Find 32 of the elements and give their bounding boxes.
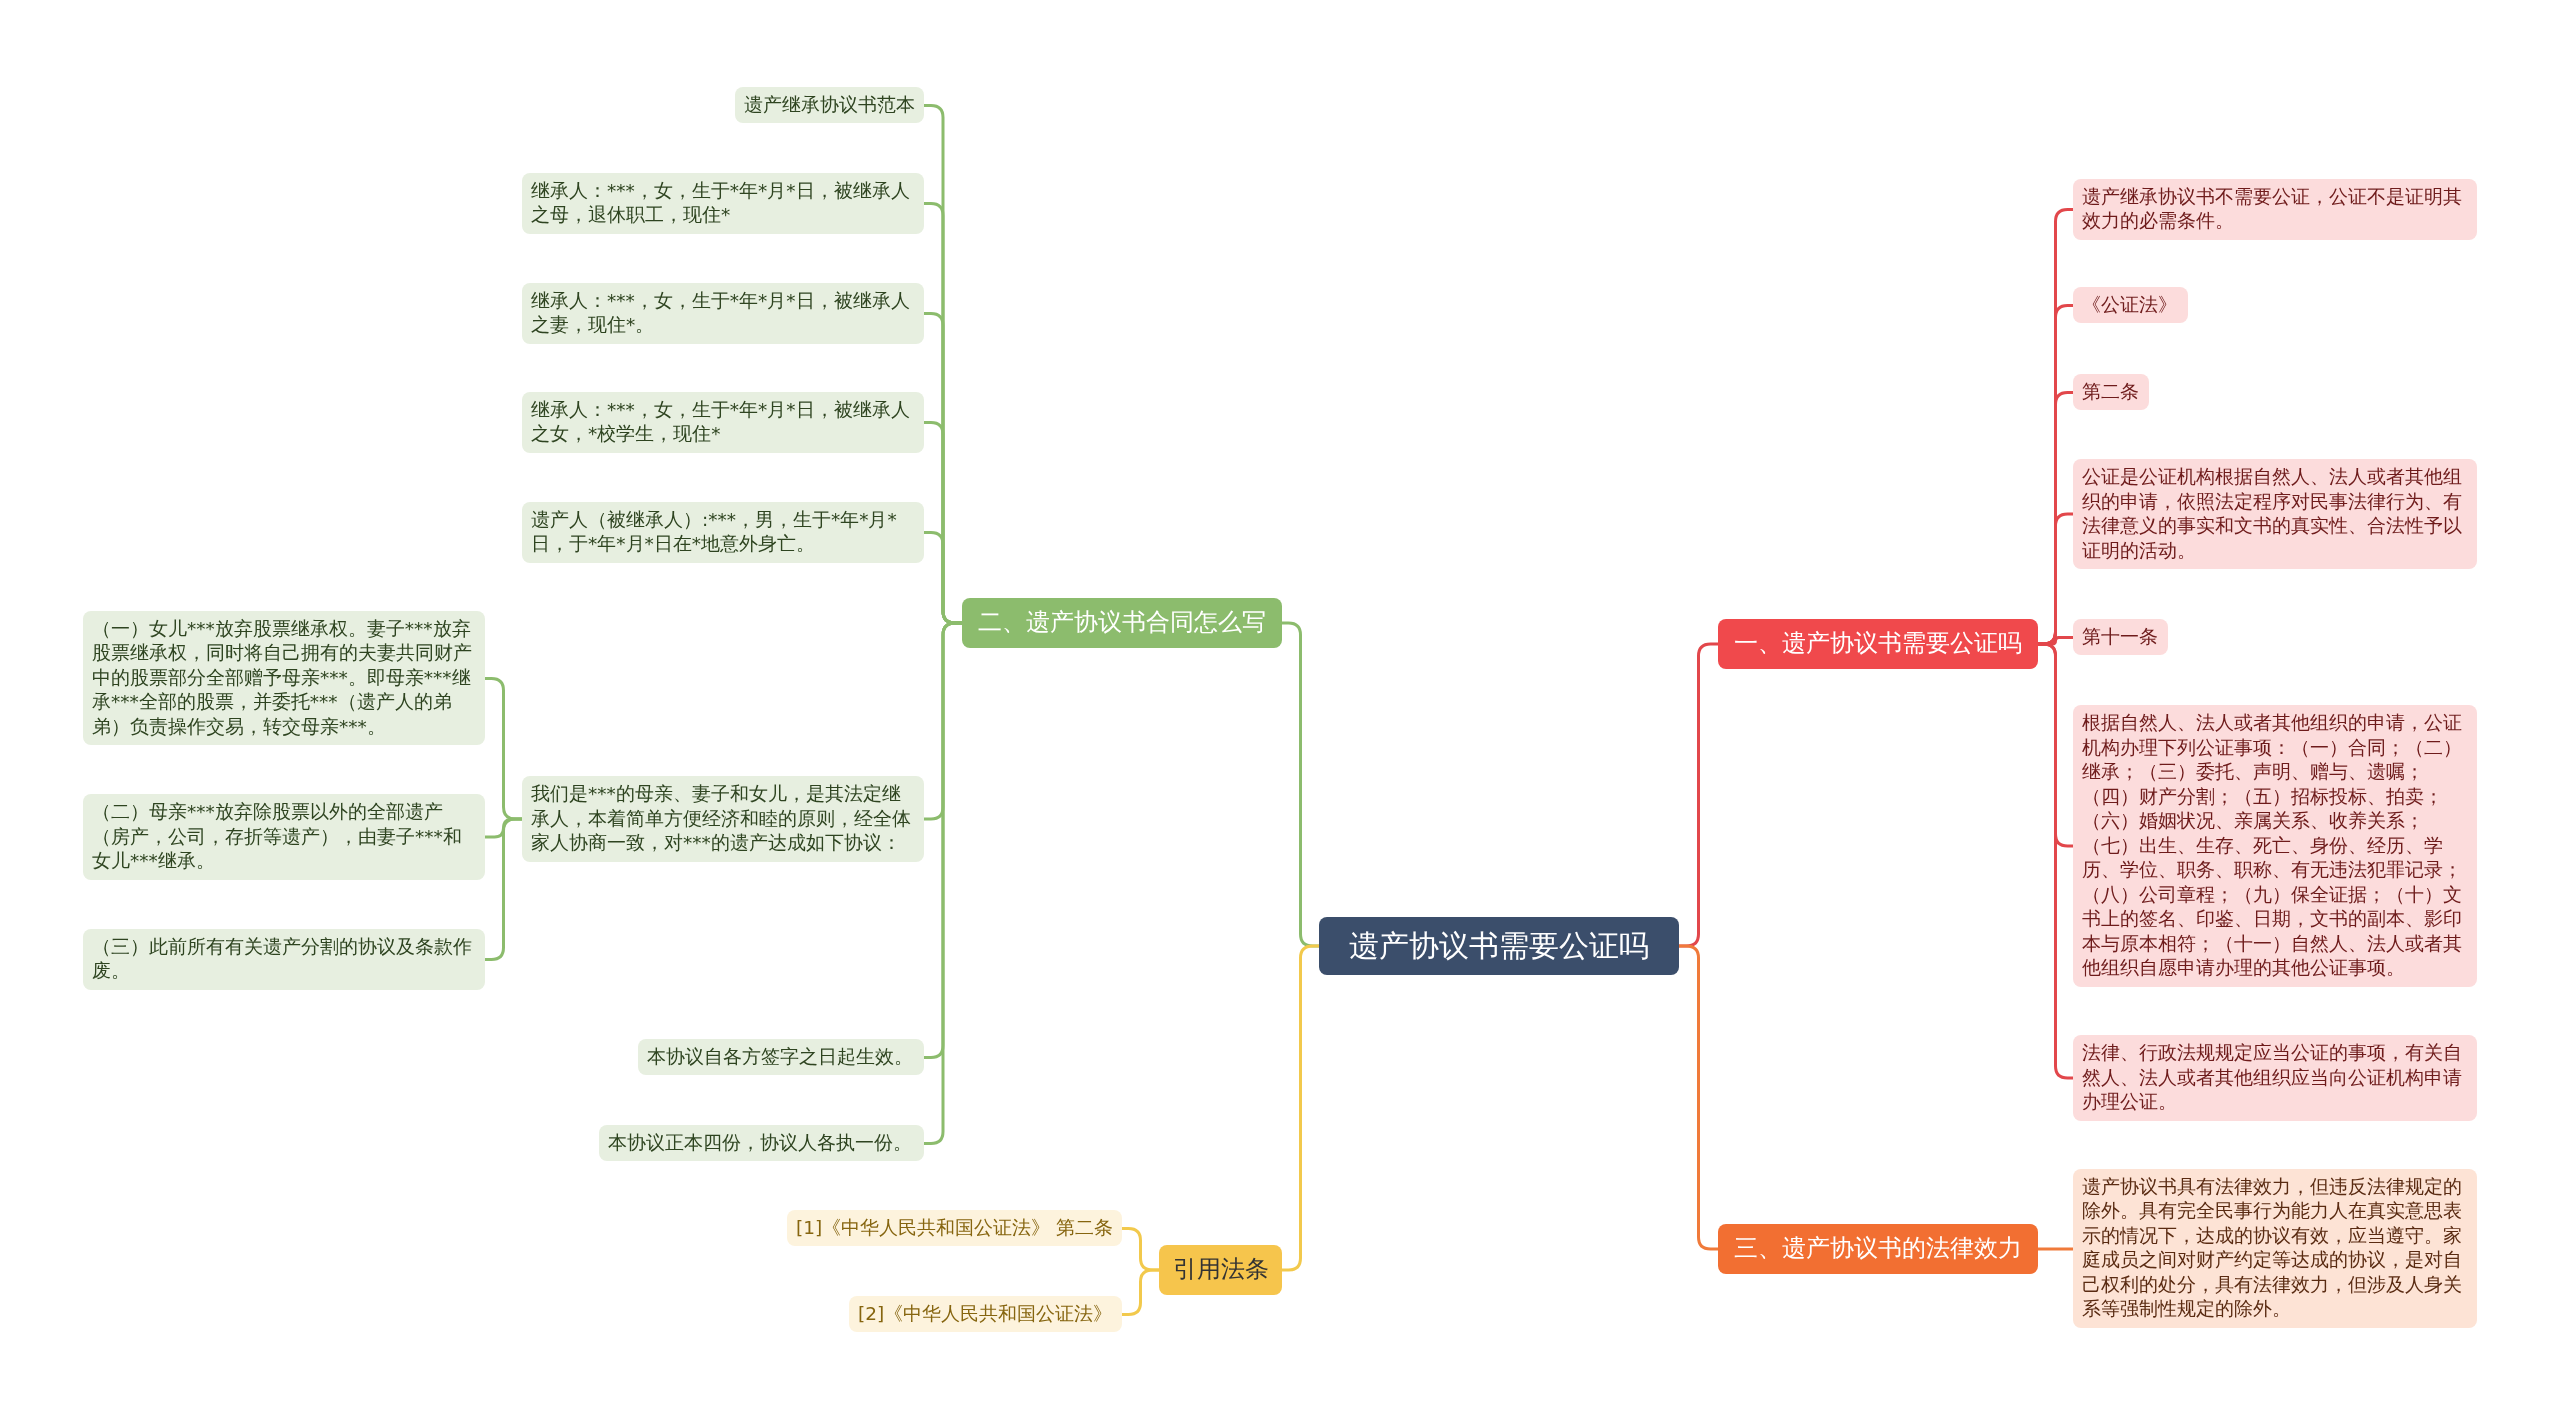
topic-box: 公证是公证机构根据自然人、法人或者其他组织的申请，依照法定程序对民事法律行为、有法律意义的事实和文书的真实性、合法性予以证明的活动。 (2073, 459, 2477, 569)
topic-box: 我们是***的母亲、妻子和女儿，是其法定继承人，本着简单方便经济和睦的原则，经全体家人协商一致，对***的遗产达成如下协议： (522, 776, 924, 862)
topic-box: （二）母亲***放弃除股票以外的全部遗产（房产，公司，存折等遗产），由妻子***和女儿***继承。 (83, 794, 485, 880)
connector-line (2038, 642, 2073, 1080)
topic-box: 遗产协议书具有法律效力，但违反法律规定的除外。具有完全民事行为能力人在真实意思表示的情况下，达成的协议有效，应当遵守。家庭成员之间对财产约定等达成的协议，是对自己权利的处分，具有法律效力，但涉及人身关系等强制性规定的除外。 (2073, 1168, 2477, 1328)
topic-box: [2]《中华人民共和国公证法》 (849, 1295, 1122, 1332)
topic-box: 遗产人（被继承人）:***，男，生于*年*月*日，于*年*月*日在*地意外身亡。 (522, 501, 924, 563)
connector-line (1679, 944, 1718, 1251)
topic-box: 本协议自各方签字之日起生效。 (638, 1038, 924, 1075)
topic-box: 《公证法》 (2073, 286, 2188, 323)
connector-line (1122, 1268, 1159, 1316)
topic-box: 第二条 (2073, 373, 2149, 410)
topic-box: 第十一条 (2073, 618, 2168, 655)
topic-box: （三）此前所有有关遗产分割的协议及条款作废。 (83, 928, 485, 990)
connector-line (1282, 944, 1319, 1272)
topic-box: 根据自然人、法人或者其他组织的申请，公证机构办理下列公证事项：（一）合同；（二）继承；（三）委托、声明、赠与、遗嘱；（四）财产分割；（五）招标投标、拍卖；（六）婚姻状况、亲属关系、收养关系；（七）出生、生存、死亡、身份、经历、学历、学位、职务、职称、有无违法犯罪记录；（八）公司章程；（九）保全证据；（十）文书上的签名、印鉴、日期，文书的副本、影印本与原本相符；（十一）自然人、法人或者其他组织自愿申请办理的其他公证事项。 (2073, 705, 2477, 987)
topic-box: 遗产协议书需要公证吗 (1319, 917, 1679, 975)
branch-box: 二、遗产协议书合同怎么写 (962, 598, 1282, 648)
topic-box: 本协议正本四份，协议人各执一份。 (599, 1124, 924, 1161)
topic-box: （一）女儿***放弃股票继承权。妻子***放弃股票继承权，同时将自己拥有的夫妻共同财产中的股票部分全部赠予母亲***。即母亲***继承***全部的股票，并委托***（遗产人的弟弟）负责操作交易，转交母亲***。 (83, 610, 485, 745)
topic-box: 遗产继承协议书不需要公证，公证不是证明其效力的必需条件。 (2073, 178, 2477, 240)
topic-box: [1]《中华人民共和国公证法》 第二条 (787, 1209, 1122, 1246)
branch-box: 一、遗产协议书需要公证吗 (1718, 619, 2038, 669)
topic-box: 继承人：***，女，生于*年*月*日，被继承人之妻，现住*。 (522, 282, 924, 344)
topic-box: 继承人：***，女，生于*年*月*日，被继承人之母，退休职工，现住* (522, 172, 924, 234)
connector-line (485, 817, 522, 961)
branch-box: 三、遗产协议书的法律效力 (1718, 1224, 2038, 1274)
connector-line (2038, 1247, 2073, 1251)
topic-box: 法律、行政法规规定应当公证的事项，有关自然人、法人或者其他组织应当向公证机构申请办理公证。 (2073, 1035, 2477, 1121)
topic-box: 继承人：***，女，生于*年*月*日，被继承人之女，*校学生，现住* (522, 391, 924, 453)
branch-box: 引用法条 (1159, 1245, 1282, 1295)
topic-box: 遗产继承协议书范本 (735, 86, 924, 123)
